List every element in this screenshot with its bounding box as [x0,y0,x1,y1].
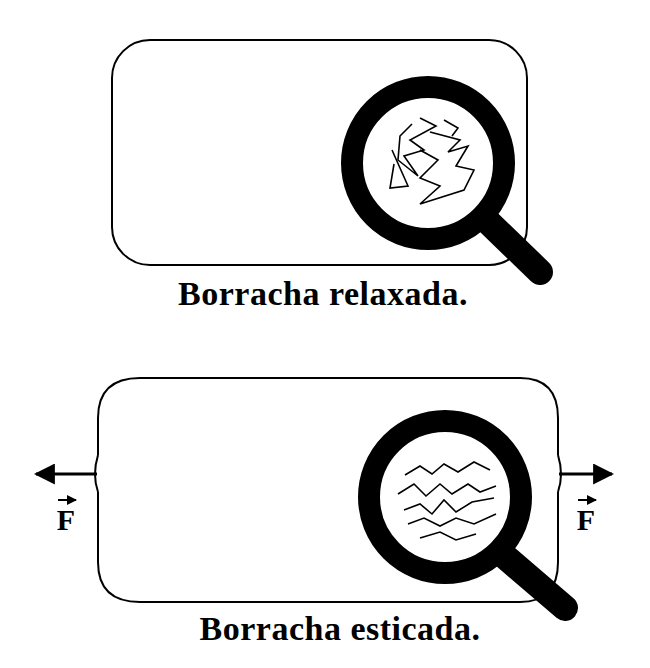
magnifier-lens [352,87,504,239]
vector-arrow [578,499,596,501]
tangled-chains [390,118,474,204]
magnifier-lens [369,421,521,573]
aligned-chains [398,462,496,540]
rubber-block [112,40,527,265]
force-symbol: F [577,503,595,537]
force-symbol: F [57,503,75,537]
vector-arrow [58,499,76,501]
force-arrow [559,473,612,476]
caption: Borracha esticada. [200,610,481,648]
force-arrow [36,473,97,476]
caption: Borracha relaxada. [178,275,468,313]
rubber-block [98,378,558,602]
